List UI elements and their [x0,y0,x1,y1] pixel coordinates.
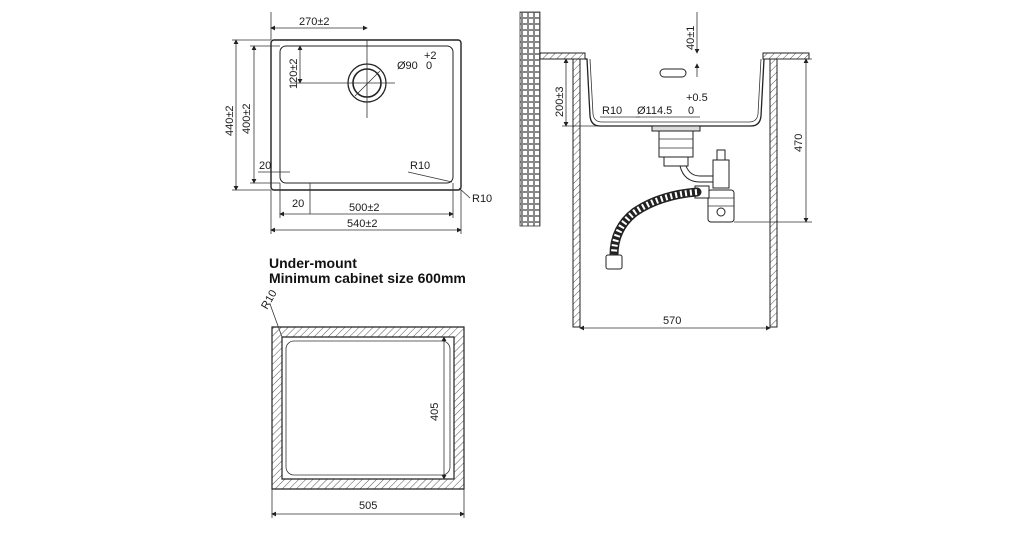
dim-440: 440±2 [224,105,236,136]
dim-500: 500±2 [349,202,380,214]
dim-tol-plus-05: +0.5 [686,92,708,104]
dim-r10-inner: R10 [410,160,430,172]
countertop-right [762,52,810,60]
wall-tiles [519,11,541,227]
dim-tol-zero: 0 [426,60,432,72]
dim-tol-plus-2: +2 [424,50,437,62]
trap-top [712,159,730,189]
sink-inner-outline [279,45,454,184]
cutout-view: R10 405 505 [259,288,465,518]
section-view: 40±1 200±3 R10 Ø114.5 +0.5 0 470 570 [519,11,812,331]
countertop-left [539,52,586,60]
dim-20-bottom: 20 [292,198,304,210]
top-view: 270±2 120±2 Ø90 +2 0 440±2 400±2 20 R10 … [224,12,492,234]
dim-570: 570 [663,315,681,327]
dim-diameter-90: Ø90 [397,60,418,72]
dim-r10-outer: R10 [472,193,492,205]
dim-540: 540±2 [347,218,378,230]
cabinet-wall-left [572,58,581,328]
dim-r10-cutout: R10 [259,288,279,311]
hose-end-fitting [605,254,623,270]
dim-r10-section: R10 [602,105,622,117]
dim-400: 400±2 [241,103,253,134]
dim-120: 120±2 [288,58,300,89]
cabinet-wall-right [769,58,778,328]
dim-20-side: 20 [259,160,271,172]
note-under-mount: Under-mount [269,255,357,271]
dim-470: 470 [793,134,805,152]
dim-diameter-114: Ø114.5 [637,105,672,117]
dim-405: 405 [429,403,441,421]
overflow-slot [659,68,687,78]
dim-505: 505 [359,500,377,512]
dim-40: 40±1 [685,26,697,50]
dim-200: 200±3 [554,86,566,117]
note-min-cabinet: Minimum cabinet size 600mm [269,270,466,286]
sink-outer-outline [270,39,462,191]
dim-270: 270±2 [299,16,330,28]
strainer-body [658,130,694,158]
dim-tol-zero-section: 0 [688,105,694,117]
strainer-flange [651,125,701,132]
